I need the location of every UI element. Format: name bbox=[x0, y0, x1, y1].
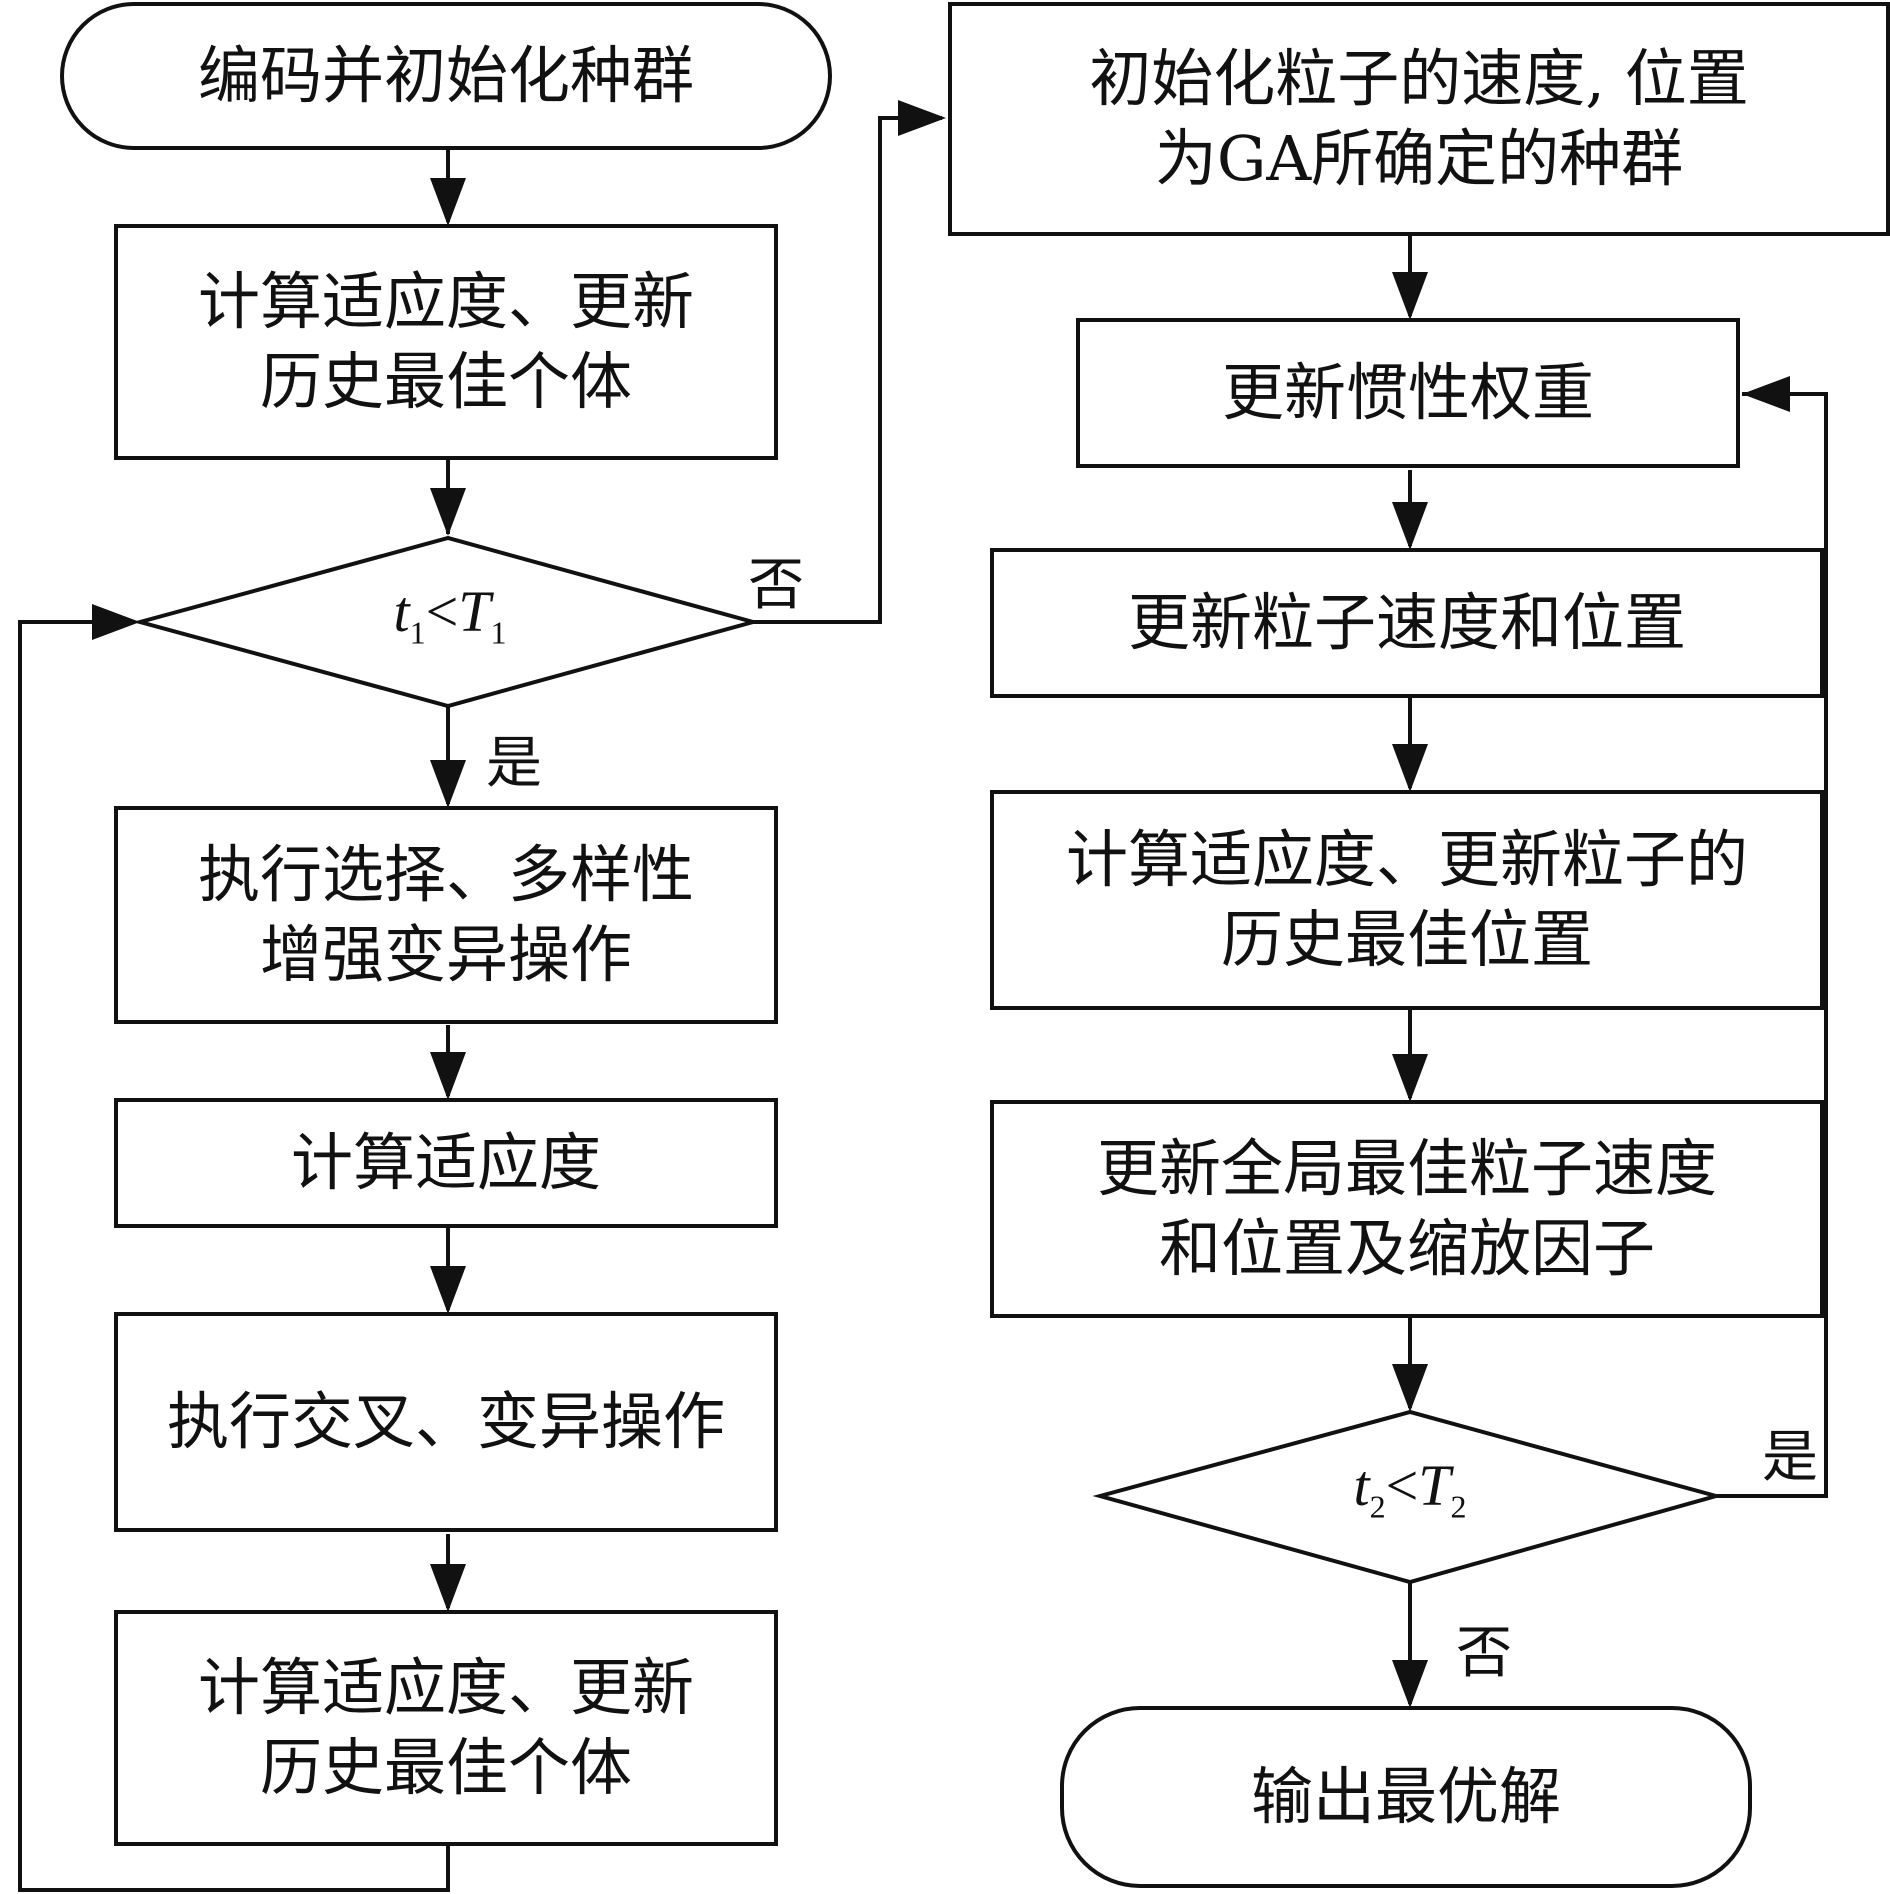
fitness-update-2-line-2: 历史最佳个体 bbox=[259, 1731, 632, 1804]
fitness-update-particles-line-2: 历史最佳位置 bbox=[1220, 903, 1593, 976]
update-global-line-2: 和位置及缩放因子 bbox=[1158, 1212, 1655, 1285]
update-inertia-label: 更新惯性权重 bbox=[1221, 356, 1594, 429]
decision-1-yes-label: 是 bbox=[486, 731, 542, 796]
update-global-line-1: 更新全局最佳粒子速度 bbox=[1096, 1132, 1717, 1205]
start-label: 编码并初始化种群 bbox=[197, 39, 694, 112]
init-particles-line-2: 为GA所确定的种群 bbox=[1154, 122, 1684, 195]
fitness-update-particles-box: 计算适应度、更新粒子的 历史最佳位置 bbox=[990, 790, 1824, 1010]
init-particles-box: 初始化粒子的速度, 位置 为GA所确定的种群 bbox=[948, 2, 1890, 236]
fitness-box: 计算适应度 bbox=[114, 1098, 778, 1228]
update-inertia-box: 更新惯性权重 bbox=[1076, 318, 1740, 468]
decision-1-no-label: 否 bbox=[748, 553, 804, 618]
fitness-label: 计算适应度 bbox=[290, 1126, 601, 1199]
arrow-heads bbox=[92, 100, 1790, 1708]
fitness-update-particles-line-1: 计算适应度、更新粒子的 bbox=[1065, 823, 1748, 896]
decision-2-no-label: 否 bbox=[1456, 1621, 1512, 1686]
crossover-label: 执行交叉、变异操作 bbox=[166, 1385, 725, 1458]
update-velocity-box: 更新粒子速度和位置 bbox=[990, 548, 1824, 698]
start-terminal: 编码并初始化种群 bbox=[60, 2, 832, 150]
update-global-box: 更新全局最佳粒子速度 和位置及缩放因子 bbox=[990, 1100, 1824, 1318]
fitness-update-2-line-1: 计算适应度、更新 bbox=[197, 1651, 694, 1724]
decision-2-yes-label: 是 bbox=[1762, 1425, 1818, 1490]
end-terminal: 输出最优解 bbox=[1060, 1706, 1752, 1888]
fitness-update-box-2: 计算适应度、更新 历史最佳个体 bbox=[114, 1610, 778, 1846]
loop-back-to-decision1 bbox=[18, 620, 450, 1892]
init-particles-line-1: 初始化粒子的速度, 位置 bbox=[1089, 42, 1749, 115]
decision-2-label: t2<T2 bbox=[1260, 1453, 1560, 1538]
fitness-update-box-1: 计算适应度、更新 历史最佳个体 bbox=[114, 224, 778, 460]
decision-2-condition: t2<T2 bbox=[1353, 1452, 1467, 1525]
decision-1-label: t1<T1 bbox=[300, 579, 600, 664]
fitness-update-1-line-1: 计算适应度、更新 bbox=[197, 265, 694, 338]
crossover-box: 执行交叉、变异操作 bbox=[114, 1312, 778, 1532]
update-velocity-label: 更新粒子速度和位置 bbox=[1127, 586, 1686, 659]
selection-box: 执行选择、多样性 增强变异操作 bbox=[114, 806, 778, 1024]
end-label: 输出最优解 bbox=[1250, 1760, 1561, 1833]
selection-line-1: 执行选择、多样性 bbox=[197, 838, 694, 911]
decision-1-condition: t1<T1 bbox=[393, 578, 507, 651]
decision-1-shape bbox=[132, 535, 761, 709]
decision-2-shape bbox=[1092, 1409, 1724, 1585]
selection-line-2: 增强变异操作 bbox=[259, 918, 632, 991]
fitness-update-1-line-2: 历史最佳个体 bbox=[259, 345, 632, 418]
